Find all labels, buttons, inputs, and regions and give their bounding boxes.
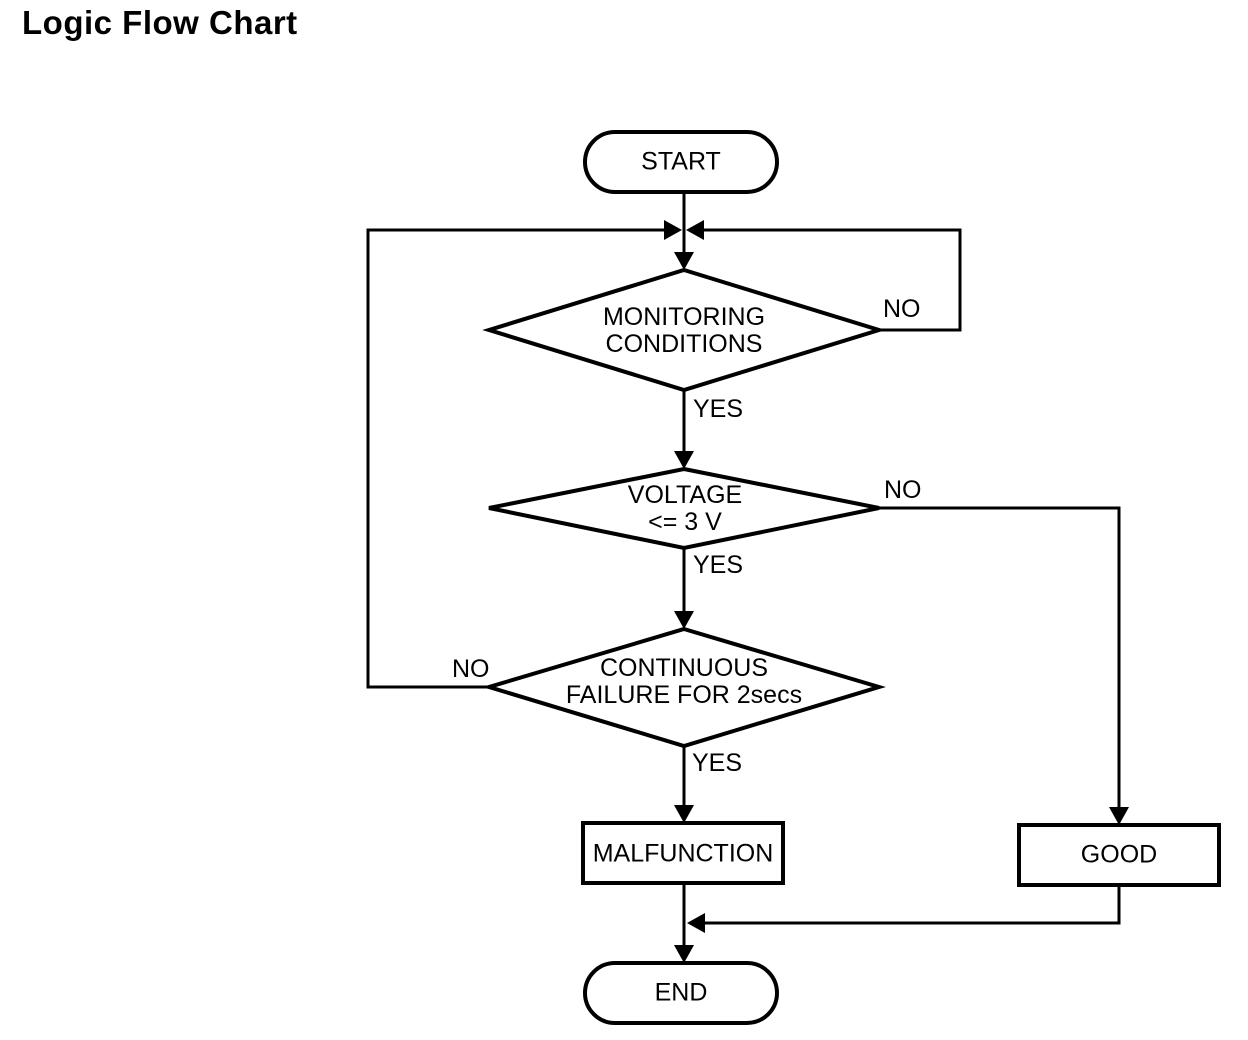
voltage-decision-shape [488, 466, 880, 551]
arrowhead-good-merge [687, 913, 705, 933]
edge-good-to-merge [704, 885, 1121, 925]
voltage-decision-label: VOLTAGE <= 3 V [627, 481, 743, 536]
continuous-decision-label: CONTINUOUS FAILURE FOR 2secs [565, 654, 803, 709]
voltage-no-label: NO [884, 476, 922, 504]
start-node-label: START [641, 147, 721, 176]
end-node-shape [583, 961, 779, 1025]
end-node-label: END [654, 978, 708, 1007]
start-node-shape [583, 130, 779, 194]
good-node-label: GOOD [1080, 840, 1158, 869]
arrowhead-into-end [674, 945, 694, 963]
voltage-yes-label: YES [693, 551, 744, 579]
arrowhead-into-malfunction [674, 805, 694, 823]
arrowhead-left-loop-merge [664, 220, 682, 240]
continuous-decision-shape [482, 626, 886, 749]
malfunction-node-shape [581, 821, 785, 885]
arrowhead-right-loop-merge [686, 220, 704, 240]
continuous-no-label: NO [452, 655, 490, 683]
monitoring-decision-shape [482, 267, 886, 393]
edge-voltage-no-to-good [879, 506, 1121, 811]
good-node-shape [1017, 823, 1221, 887]
page-title: Logic Flow Chart [22, 4, 298, 41]
arrowhead-into-voltage [674, 451, 694, 469]
monitoring-no-label: NO [883, 295, 921, 323]
malfunction-node-label: MALFUNCTION [592, 839, 774, 868]
edge-monitoring-no-loop [704, 228, 962, 332]
monitoring-decision-label: MONITORING CONDITIONS [602, 303, 766, 358]
arrowhead-into-monitoring [674, 252, 694, 270]
edge-continuous-no-loop [366, 228, 664, 689]
monitoring-yes-label: YES [693, 395, 744, 423]
arrowhead-into-good [1109, 807, 1129, 825]
arrowhead-into-continuous [674, 611, 694, 629]
continuous-yes-label: YES [692, 749, 743, 777]
